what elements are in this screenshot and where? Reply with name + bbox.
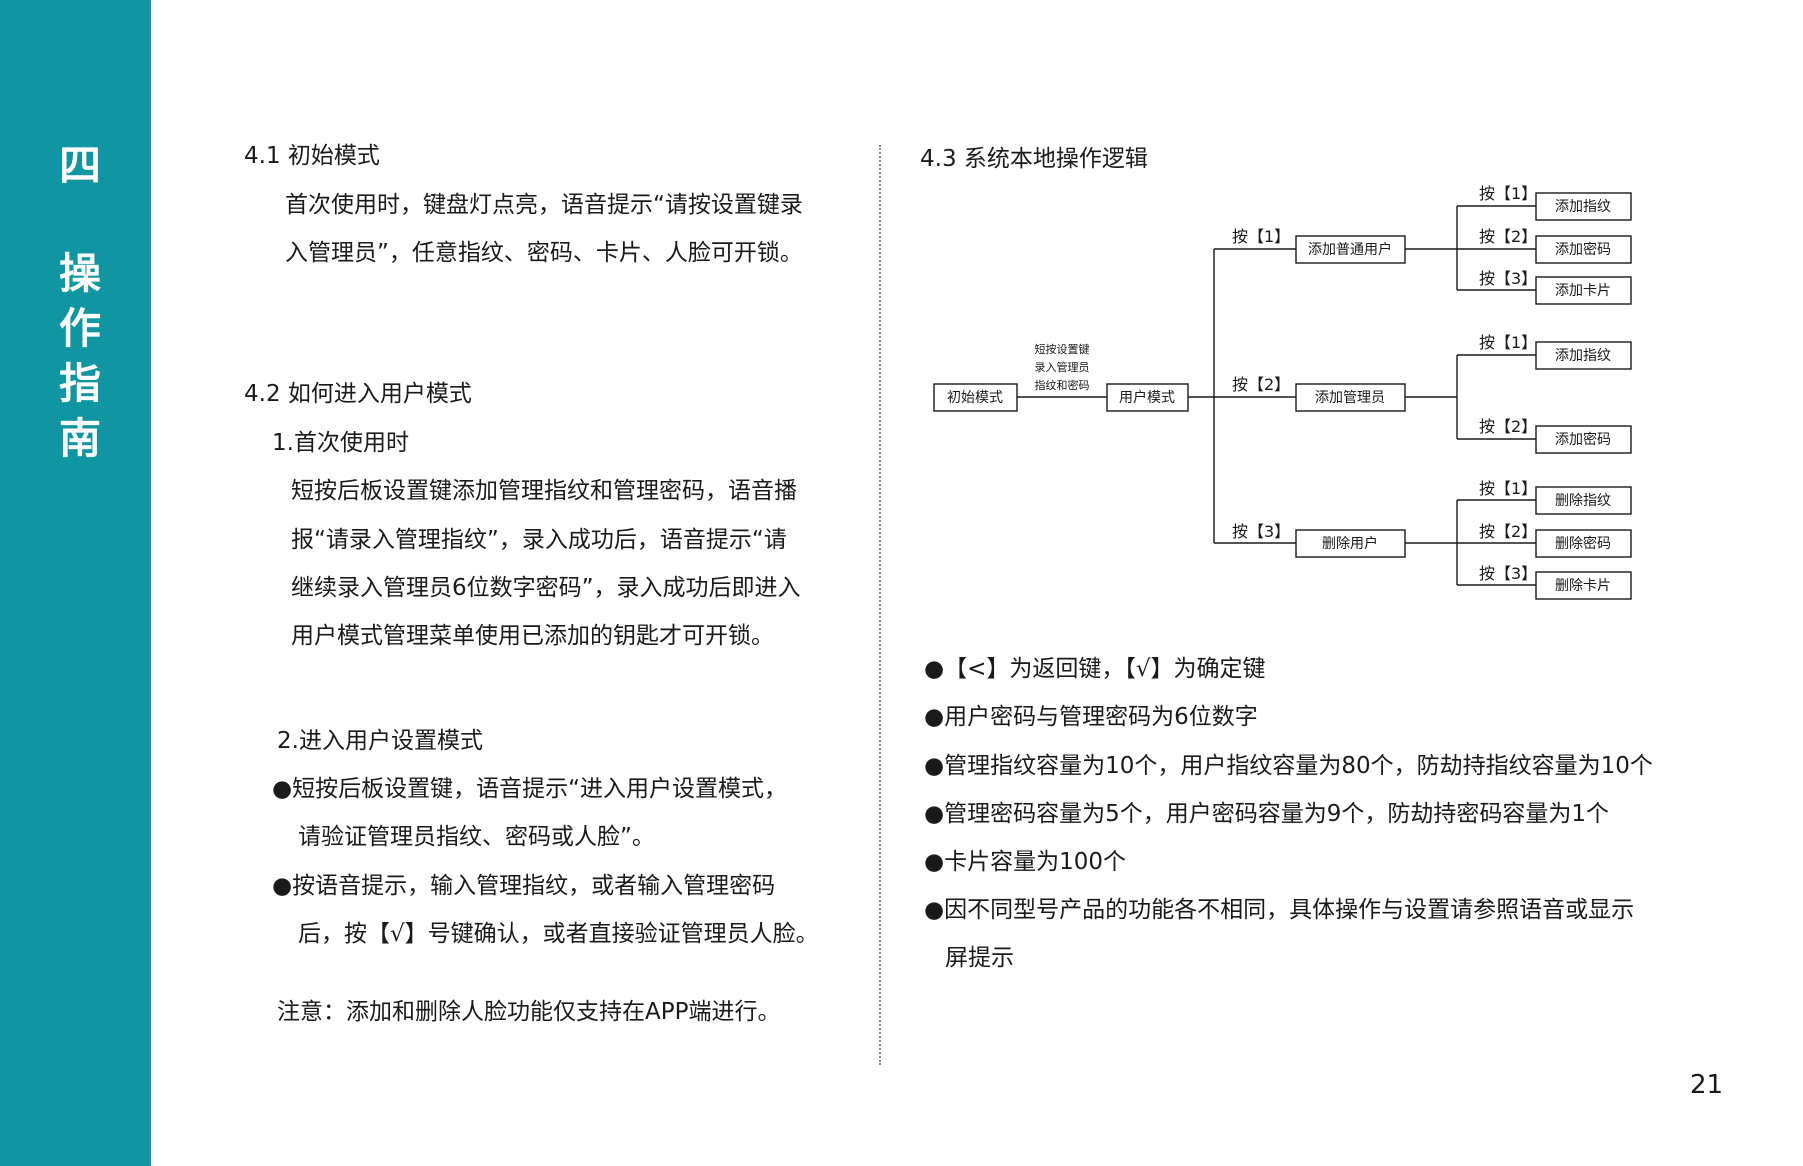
subsection-title: 2.进入用户设置模式 [277, 728, 483, 754]
diagram-branch-node: 添加管理员 [1315, 390, 1385, 406]
bullet-line: 请验证管理员指纹、密码或人脸”。 [298, 824, 655, 850]
chapter-title-char: 南 [58, 414, 101, 463]
bullet-line: ●【<】为返回键，【√】为确定键 [924, 656, 1266, 682]
diagram-key-label: 按【1】 [1479, 184, 1537, 203]
note: 注意：添加和删除人脸功能仅支持在APP端进行。 [277, 999, 781, 1025]
diagram-leaf-node: 添加卡片 [1555, 283, 1611, 299]
diagram-leaf-node: 添加密码 [1555, 431, 1611, 448]
paragraph-line: 短按后板设置键添加管理指纹和管理密码，语音播 [291, 478, 797, 504]
diagram-leaf-node: 删除指纹 [1555, 493, 1611, 509]
diagram-branch-node: 添加普通用户 [1308, 241, 1392, 258]
paragraph-line: 报“请录入管理指纹”，录入成功后，语音提示“请 [291, 527, 787, 553]
diagram-leaf-node: 添加指纹 [1555, 199, 1611, 215]
chapter-sidebar: 四 操 作 指 南 [0, 0, 151, 1166]
diagram-key-label: 按【2】 [1479, 417, 1537, 436]
chapter-title-char: 操 [58, 249, 101, 298]
diagram-user-mode-node: 用户模式 [1119, 389, 1175, 406]
bullet-line: ●用户密码与管理密码为6位数字 [924, 704, 1258, 730]
chapter-number: 四 [58, 141, 101, 190]
diagram-arrow-label: 录入管理员 [1035, 360, 1090, 374]
bullet-line: ●因不同型号产品的功能各不相同，具体操作与设置请参照语音或显示 [924, 897, 1635, 923]
diagram-key-label: 按【2】 [1232, 375, 1290, 394]
diagram-key-label: 按【2】 [1479, 522, 1537, 541]
section-4-2-heading: 4.2 如何进入用户模式 [244, 381, 472, 407]
subsection-title: 1.首次使用时 [272, 430, 409, 456]
bullet-line: ●卡片容量为100个 [924, 849, 1126, 875]
paragraph-line: 入管理员”，任意指纹、密码、卡片、人脸可开锁。 [285, 240, 803, 266]
column-divider [879, 145, 881, 1065]
diagram-key-label: 按【3】 [1479, 564, 1537, 583]
section-4-3-heading: 4.3 系统本地操作逻辑 [920, 146, 1148, 172]
bullet-line: ●按语音提示，输入管理指纹，或者输入管理密码 [272, 873, 776, 899]
bullet-line: ●管理密码容量为5个，用户密码容量为9个，防劫持密码容量为1个 [924, 801, 1609, 827]
paragraph-line: 首次使用时，键盘灯点亮，语音提示“请按设置键录 [285, 192, 803, 218]
diagram-leaf-node: 添加密码 [1555, 241, 1611, 258]
diagram-branch-node: 删除用户 [1322, 535, 1378, 552]
diagram-leaf-node: 删除密码 [1555, 535, 1611, 552]
diagram-key-label: 按【1】 [1232, 227, 1290, 246]
bullet-line: ●短按后板设置键，语音提示“进入用户设置模式， [272, 776, 787, 802]
diagram-start-node: 初始模式 [947, 389, 1003, 406]
diagram-leaf-node: 添加指纹 [1555, 348, 1611, 364]
diagram-key-label: 按【2】 [1479, 227, 1537, 246]
diagram-arrow-label: 短按设置键 [1035, 342, 1090, 356]
bullet-line: ●管理指纹容量为10个，用户指纹容量为80个，防劫持指纹容量为10个 [924, 753, 1653, 779]
bullet-line: 后，按【√】号键确认，或者直接验证管理员人脸。 [298, 921, 819, 947]
diagram-arrow-label: 指纹和密码 [1035, 378, 1090, 392]
diagram-key-label: 按【1】 [1479, 479, 1537, 498]
paragraph-line: 用户模式管理菜单使用已添加的钥匙才可开锁。 [291, 623, 774, 649]
page-number: 21 [1690, 1070, 1724, 1100]
paragraph-line: 继续录入管理员6位数字密码”，录入成功后即进入 [291, 575, 801, 601]
chapter-title-char: 作 [58, 304, 101, 353]
diagram-key-label: 按【3】 [1232, 522, 1290, 541]
bullet-line: 屏提示 [945, 945, 1014, 971]
diagram-key-label: 按【1】 [1479, 333, 1537, 352]
diagram-leaf-node: 删除卡片 [1555, 578, 1611, 594]
chapter-title-char: 指 [58, 359, 101, 408]
section-4-1-heading: 4.1 初始模式 [244, 143, 380, 169]
diagram-key-label: 按【3】 [1479, 269, 1537, 288]
